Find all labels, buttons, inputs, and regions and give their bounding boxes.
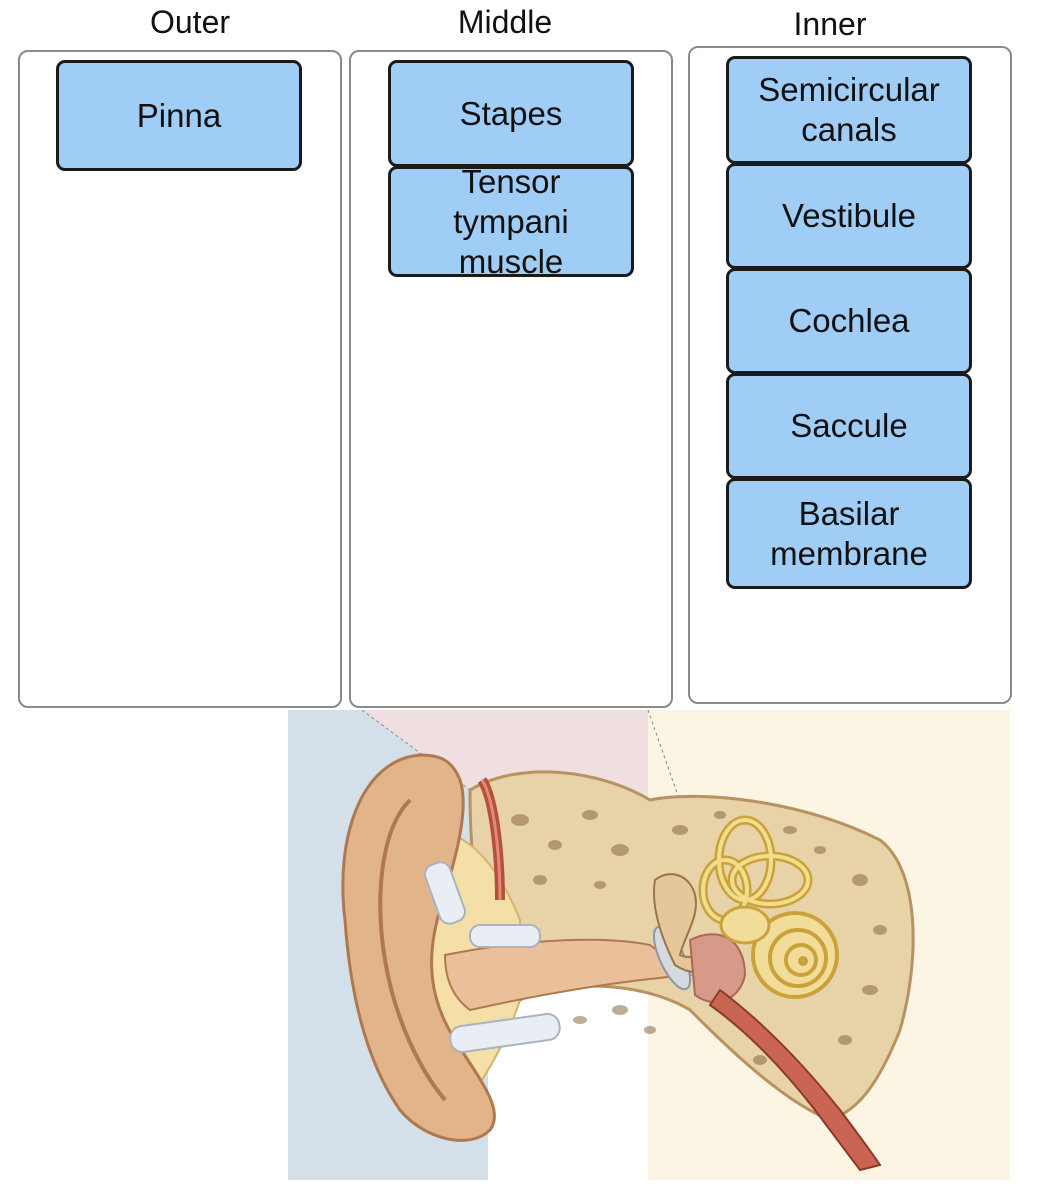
draggable-card-saccule[interactable]: Saccule xyxy=(726,373,972,479)
card-label: Saccule xyxy=(790,407,908,444)
column-title-inner: Inner xyxy=(793,6,867,42)
draggable-card-semicircular-canals[interactable]: Semicircular canals xyxy=(726,56,972,164)
cartilage-patch xyxy=(469,924,541,948)
draggable-card-cochlea[interactable]: Cochlea xyxy=(726,268,972,374)
card-label: Basilar membrane xyxy=(770,494,928,572)
middle-ear-cavity xyxy=(688,933,747,1004)
draggable-card-basilar-membrane[interactable]: Basilar membrane xyxy=(726,478,972,589)
column-title-middle: Middle xyxy=(457,4,553,40)
cartilage-patch xyxy=(423,861,467,925)
draggable-card-tensor-tympani-muscle[interactable]: Tensor tympani muscle xyxy=(388,166,634,277)
region-divider-line xyxy=(361,709,471,791)
card-label: Stapes xyxy=(459,94,563,132)
card-label: Semicircular canals xyxy=(758,71,940,148)
card-label: Tensor tympani muscle xyxy=(453,166,569,277)
card-label: Vestibule xyxy=(782,197,916,234)
draggable-card-stapes[interactable]: Stapes xyxy=(388,60,634,167)
vestibule-illustration xyxy=(719,905,771,945)
draggable-card-vestibule[interactable]: Vestibule xyxy=(726,163,972,269)
draggable-card-pinna[interactable]: Pinna xyxy=(56,60,302,171)
eustachian-tube xyxy=(708,988,882,1172)
bone-texture xyxy=(511,810,887,1065)
cartilage-patch xyxy=(449,1013,561,1053)
card-label: Pinna xyxy=(136,96,222,134)
column-title-outer: Outer xyxy=(149,4,231,40)
pinna-inner-fold xyxy=(378,798,447,1102)
ear-canal xyxy=(443,938,693,1012)
card-label: Cochlea xyxy=(788,302,910,339)
